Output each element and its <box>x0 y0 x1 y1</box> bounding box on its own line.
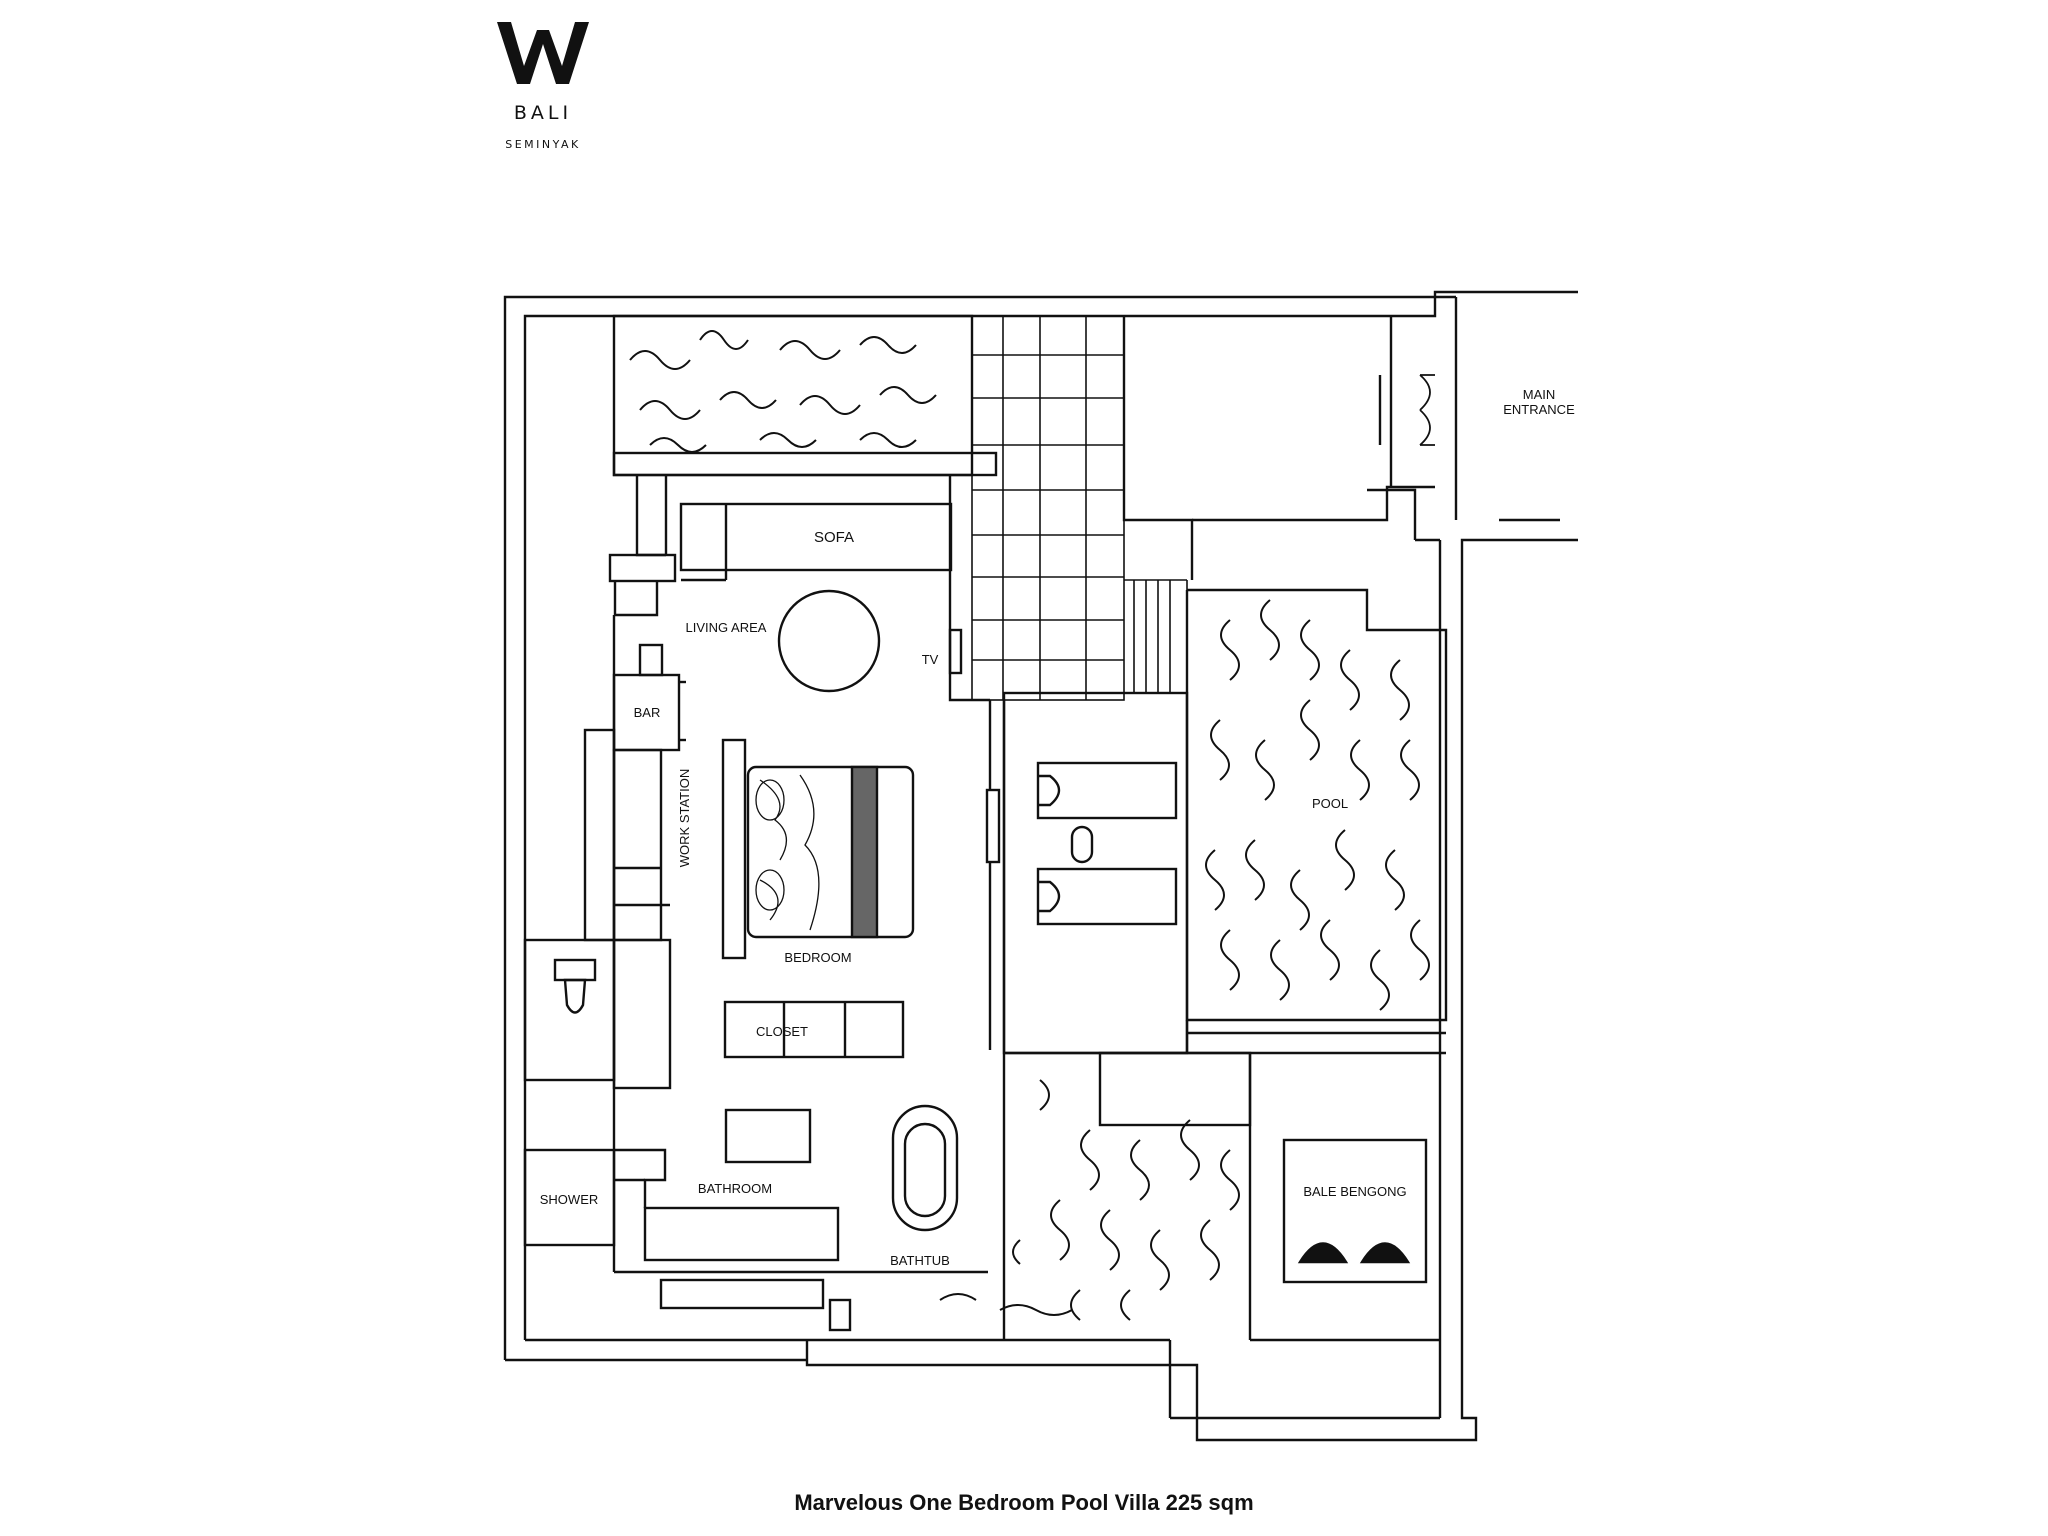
bathroom-bench <box>659 1278 825 1310</box>
label-tv: TV <box>922 652 939 667</box>
closet <box>723 1000 905 1059</box>
entry-foyer <box>1122 316 1435 580</box>
tv-unit <box>948 628 963 675</box>
label-bale-bengong: BALE BENGONG <box>1303 1184 1406 1199</box>
bathtub <box>891 1104 959 1232</box>
work-station-desk <box>583 728 670 942</box>
bed <box>721 738 915 960</box>
toilet-area <box>523 938 672 1090</box>
label-closet: CLOSET <box>756 1024 808 1039</box>
label-shower: SHOWER <box>540 1192 599 1207</box>
entry-steps <box>971 315 1188 701</box>
bathroom-mat <box>724 1108 812 1164</box>
bar-counter <box>612 643 686 752</box>
bale-bengong <box>1282 1138 1428 1284</box>
sofa <box>679 502 953 582</box>
label-work-station: WORK STATION <box>677 769 692 867</box>
outer-walls <box>503 290 1578 1442</box>
w-logo-mark <box>497 22 589 84</box>
label-bedroom: BEDROOM <box>784 950 851 965</box>
lower-garden <box>1004 1051 1446 1342</box>
brand-line-seminyak: SEMINYAK <box>505 138 581 151</box>
label-bathtub: BATHTUB <box>890 1253 950 1268</box>
label-main-entrance-line2: ENTRANCE <box>1503 402 1575 417</box>
interior-walls <box>608 475 1006 1340</box>
label-main-entrance-line1: MAIN <box>1523 387 1556 402</box>
plan-caption: Marvelous One Bedroom Pool Villa 225 sqm <box>794 1490 1254 1515</box>
label-bathroom: BATHROOM <box>698 1181 772 1196</box>
bathroom-vanity <box>614 1148 840 1262</box>
brand-logo: BALI SEMINYAK <box>468 22 618 151</box>
planting-texture <box>629 330 1430 1321</box>
bathroom-step <box>828 1298 852 1332</box>
sun-deck <box>1002 691 1189 1055</box>
coffee-table <box>777 589 881 693</box>
label-living-area: LIVING AREA <box>686 620 767 635</box>
label-sofa: SOFA <box>814 529 854 546</box>
upper-garden-bed <box>612 314 998 477</box>
brand-line-bali: BALI <box>513 102 573 124</box>
label-pool: POOL <box>1312 796 1348 811</box>
shower <box>523 1148 616 1247</box>
label-bar: BAR <box>634 705 661 720</box>
